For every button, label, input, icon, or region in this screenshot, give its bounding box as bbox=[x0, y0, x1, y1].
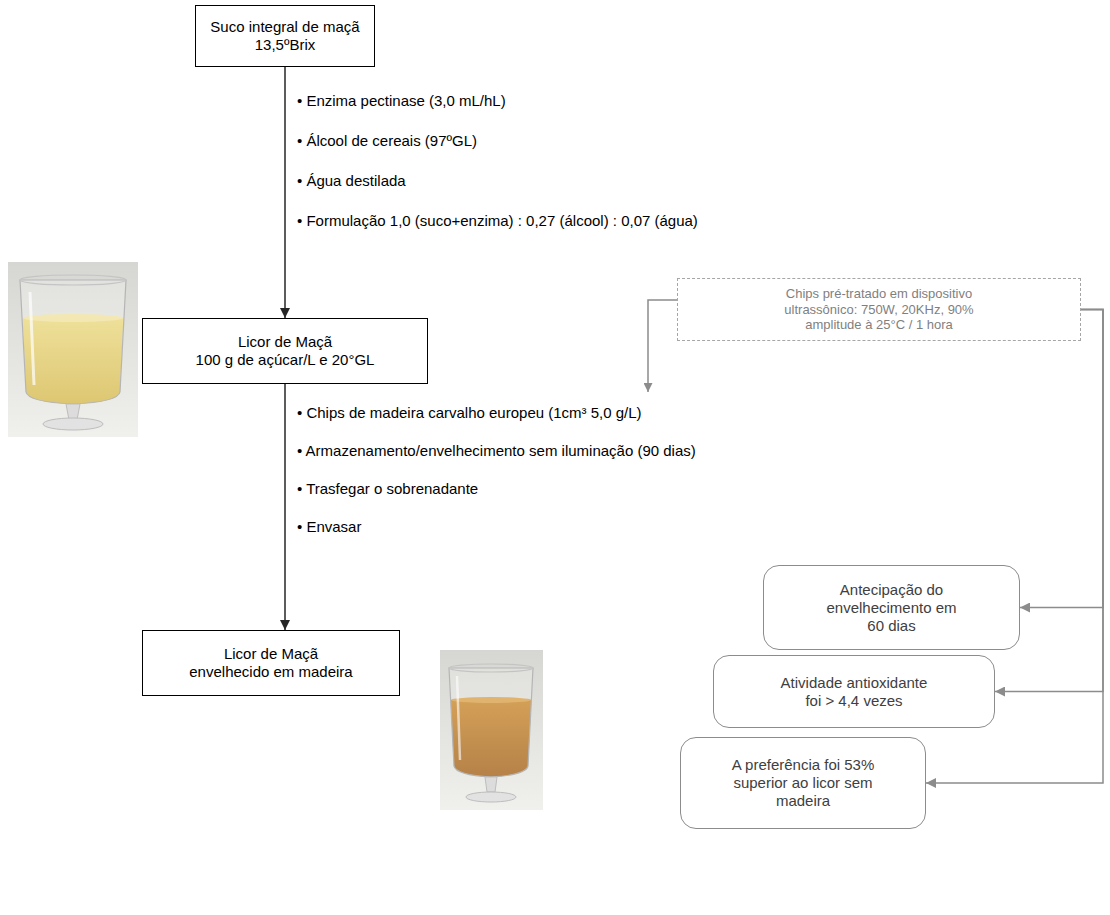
glass-highlight bbox=[30, 292, 34, 385]
leader-arrow bbox=[648, 300, 677, 392]
glass-photo bbox=[440, 650, 543, 810]
glass-highlight bbox=[457, 676, 460, 760]
step-note: • Trasfegar o sobrenadante bbox=[297, 480, 478, 498]
flow-arrow bbox=[1020, 310, 1103, 608]
step-note: • Chips de madeira carvalho europeu (1cm… bbox=[297, 404, 642, 422]
step-note: • Água destilada bbox=[297, 172, 406, 190]
glass-foot bbox=[466, 792, 516, 802]
process-box: Licor de Maçã envelhecido em madeira bbox=[142, 630, 400, 696]
result-box: A preferência foi 53% superior ao licor … bbox=[680, 737, 926, 829]
box-text: Atividade antioxidante foi > 4,4 vezes bbox=[777, 674, 932, 710]
glass-bowl bbox=[449, 668, 533, 777]
glass-rim bbox=[449, 664, 533, 672]
box-text: Licor de Maçã envelhecido em madeira bbox=[186, 645, 356, 681]
box-text: A preferência foi 53% superior ao licor … bbox=[726, 756, 881, 810]
box-text: Suco integral de maçã bbox=[210, 18, 359, 36]
step-note: • Armazenamento/envelhecimento sem ilumi… bbox=[297, 442, 696, 460]
flow-arrow bbox=[284, 67, 286, 318]
glass-rim bbox=[20, 275, 126, 285]
box-text: Antecipação do envelhecimento em 60 dias bbox=[817, 581, 967, 635]
photo-ground bbox=[8, 262, 138, 437]
process-box: Suco integral de maçã13,5ºBrix bbox=[195, 5, 375, 67]
box-text: 100 g de açúcar/L e 20°GL bbox=[196, 351, 375, 369]
glass-photo bbox=[8, 262, 138, 437]
process-box: Licor de Maçã100 g de açúcar/L e 20°GL bbox=[142, 318, 428, 384]
box-text: Licor de Maçã bbox=[238, 333, 332, 351]
photo-ground bbox=[440, 650, 543, 810]
glass-foot bbox=[43, 418, 103, 430]
box-text: 13,5ºBrix bbox=[255, 36, 316, 54]
box-text: Chips pré-tratado em dispositivo ultrass… bbox=[777, 286, 982, 333]
note-box: Chips pré-tratado em dispositivo ultrass… bbox=[677, 278, 1081, 341]
glass-stem bbox=[485, 777, 497, 792]
step-note: • Envasar bbox=[297, 518, 361, 536]
flow-arrow bbox=[284, 384, 286, 630]
result-box: Antecipação do envelhecimento em 60 dias bbox=[763, 565, 1020, 650]
step-note: • Enzima pectinase (3,0 mL/hL) bbox=[297, 92, 506, 110]
result-box: Atividade antioxidante foi > 4,4 vezes bbox=[713, 655, 995, 728]
glass-bowl bbox=[20, 280, 126, 404]
step-note: • Formulação 1,0 (suco+enzima) : 0,27 (á… bbox=[297, 212, 698, 230]
step-note: • Álcool de cereais (97ºGL) bbox=[297, 132, 477, 150]
